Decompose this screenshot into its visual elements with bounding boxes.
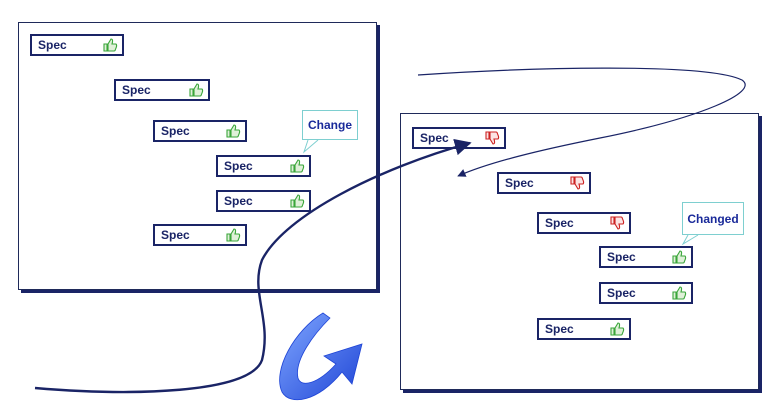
spec-node-label: Spec: [122, 83, 151, 97]
spec-node-label: Spec: [545, 216, 574, 230]
spec-node[interactable]: Spec: [30, 34, 124, 56]
spec-node[interactable]: Spec: [216, 190, 311, 212]
spec-node-label: Spec: [161, 124, 190, 138]
spec-node-label: Spec: [505, 176, 534, 190]
thumbs-up-icon: [102, 37, 118, 53]
spec-node[interactable]: Spec: [497, 172, 591, 194]
spec-node-label: Spec: [224, 159, 253, 173]
thumbs-down-icon: [569, 175, 585, 191]
thumbs-up-icon: [289, 193, 305, 209]
propagation-arrow-down: [417, 67, 746, 177]
tree-panel-after: [400, 113, 759, 390]
spec-node[interactable]: Spec: [599, 246, 693, 268]
spec-node-label: Spec: [607, 250, 636, 264]
propagation-arrow-up: [34, 138, 472, 394]
thumbs-down-icon: [609, 215, 625, 231]
thumbs-up-icon: [225, 227, 241, 243]
spec-node[interactable]: Spec: [216, 155, 311, 177]
cycle-arrow-icon: [279, 312, 363, 401]
thumbs-up-icon: [671, 249, 687, 265]
changed-callout: Changed: [682, 202, 744, 235]
spec-node-label: Spec: [38, 38, 67, 52]
change-callout-tail: [302, 139, 319, 154]
spec-node-label: Spec: [224, 194, 253, 208]
spec-node[interactable]: Spec: [537, 212, 631, 234]
thumbs-up-icon: [188, 82, 204, 98]
thumbs-up-icon: [289, 158, 305, 174]
thumbs-up-icon: [671, 285, 687, 301]
thumbs-up-icon: [609, 321, 625, 337]
spec-node[interactable]: Spec: [153, 120, 247, 142]
change-callout: Change: [302, 110, 358, 140]
spec-node[interactable]: Spec: [114, 79, 210, 101]
thumbs-down-icon: [484, 130, 500, 146]
spec-node-label: Spec: [420, 131, 449, 145]
spec-node[interactable]: Spec: [599, 282, 693, 304]
spec-node-label: Spec: [545, 322, 574, 336]
spec-node-label: Spec: [607, 286, 636, 300]
spec-node-label: Spec: [161, 228, 190, 242]
spec-node[interactable]: Spec: [153, 224, 247, 246]
thumbs-up-icon: [225, 123, 241, 139]
changed-callout-tail: [681, 234, 699, 246]
spec-node[interactable]: Spec: [537, 318, 631, 340]
